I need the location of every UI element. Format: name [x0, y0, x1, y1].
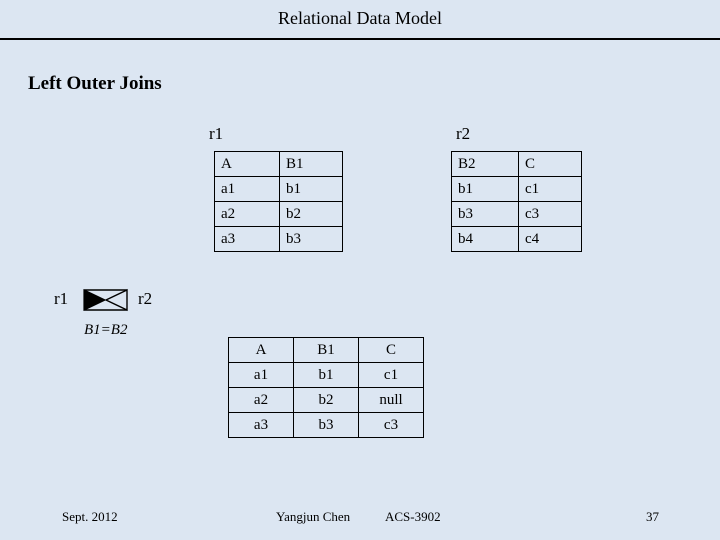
table-row: a3 b3 c3	[228, 412, 424, 438]
table-header-row: A B1	[214, 151, 343, 177]
table-cell: b4	[451, 226, 519, 252]
page-title: Relational Data Model	[278, 8, 442, 28]
table-cell: a3	[214, 226, 280, 252]
table-cell: b3	[293, 412, 359, 438]
relation-label-r2: r2	[456, 124, 471, 143]
table-cell: b1	[279, 176, 343, 202]
table-cell: c1	[518, 176, 582, 202]
table-row: a1 b1	[214, 176, 343, 202]
table-cell: c3	[358, 412, 424, 438]
footer-date: Sept. 2012	[62, 509, 118, 524]
relation-table-r1: A B1 a1 b1 a2 b2 a3 b3	[214, 151, 343, 252]
table-row: a1 b1 c1	[228, 362, 424, 388]
table-cell: b1	[451, 176, 519, 202]
column-header: B2	[451, 151, 519, 177]
join-right-operand: r2	[138, 289, 153, 308]
table-cell: a2	[228, 387, 294, 413]
column-header: C	[358, 337, 424, 363]
table-cell: b2	[293, 387, 359, 413]
table-cell: a1	[214, 176, 280, 202]
relation-table-r2: B2 C b1 c1 b3 c3 b4 c4	[451, 151, 582, 252]
table-cell: c4	[518, 226, 582, 252]
left-outer-join-bowtie-icon	[80, 287, 132, 313]
table-cell: c3	[518, 201, 582, 227]
table-cell: b3	[451, 201, 519, 227]
slide-title-bar: Relational Data Model	[0, 0, 720, 40]
footer-course: ACS-3902	[385, 509, 441, 524]
table-row: a2 b2 null	[228, 387, 424, 413]
table-cell: b3	[279, 226, 343, 252]
column-header: C	[518, 151, 582, 177]
result-table: A B1 C a1 b1 c1 a2 b2 null a3 b3 c3	[228, 337, 424, 438]
table-cell: c1	[358, 362, 424, 388]
table-header-row: A B1 C	[228, 337, 424, 363]
column-header: B1	[279, 151, 343, 177]
footer-page-number: 37	[646, 509, 659, 524]
column-header: A	[214, 151, 280, 177]
column-header: B1	[293, 337, 359, 363]
table-row: b4 c4	[451, 226, 582, 252]
table-row: b3 c3	[451, 201, 582, 227]
column-header: A	[228, 337, 294, 363]
table-cell: a2	[214, 201, 280, 227]
relation-label-r1: r1	[209, 124, 224, 143]
table-cell: a3	[228, 412, 294, 438]
table-cell: a1	[228, 362, 294, 388]
table-row: a3 b3	[214, 226, 343, 252]
section-heading: Left Outer Joins	[28, 73, 162, 94]
join-condition: B1=B2	[84, 322, 128, 338]
join-left-operand: r1	[54, 289, 69, 308]
table-cell: null	[358, 387, 424, 413]
footer-author: Yangjun Chen	[276, 509, 351, 524]
table-cell: b1	[293, 362, 359, 388]
table-cell: b2	[279, 201, 343, 227]
table-row: a2 b2	[214, 201, 343, 227]
table-row: b1 c1	[451, 176, 582, 202]
table-header-row: B2 C	[451, 151, 582, 177]
